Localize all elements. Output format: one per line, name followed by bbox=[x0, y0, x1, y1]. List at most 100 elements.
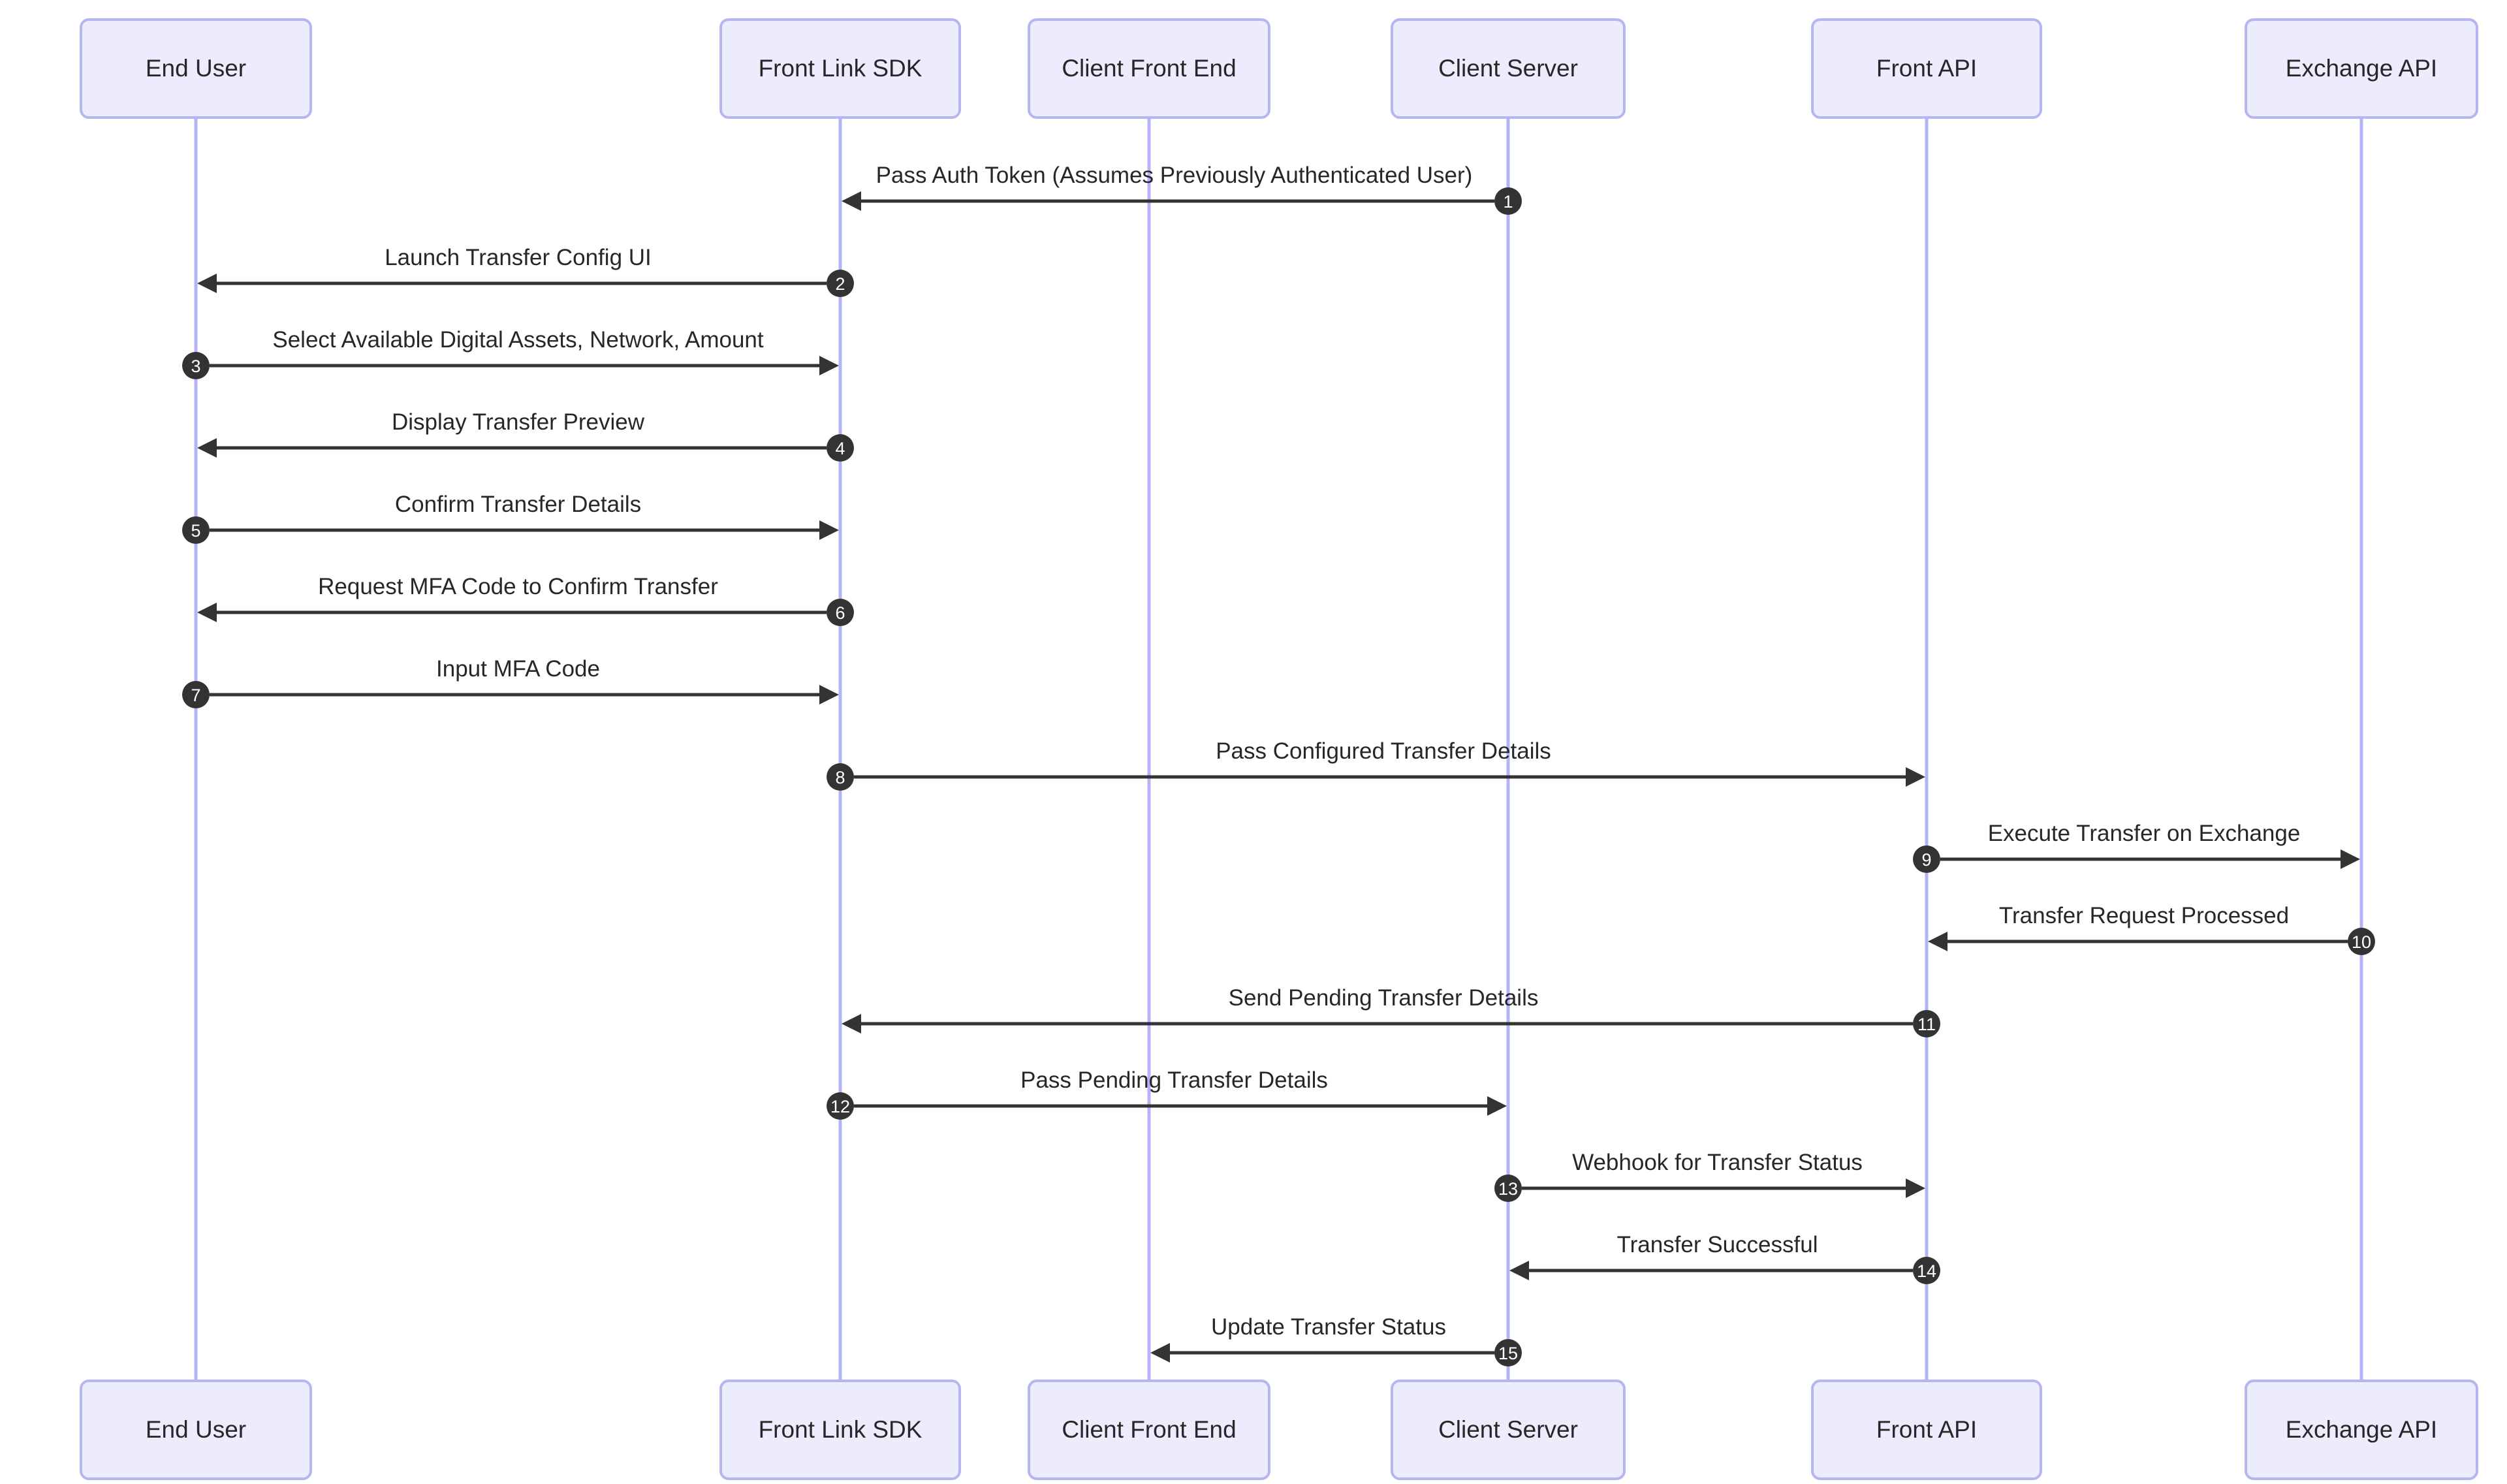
message-label-6: Request MFA Code to Confirm Transfer bbox=[318, 574, 718, 599]
actor-boxes-bottom: End User Front Link SDK Client Front End Cl… bbox=[80, 1380, 2478, 1480]
actor-boxes-top: End User Front Link SDK Client Front End Cl… bbox=[80, 18, 2478, 119]
actor-end_user-top[interactable]: End User bbox=[80, 18, 312, 119]
sequence-number-text-11: 11 bbox=[1917, 1015, 1936, 1034]
actor-box-exchange_api-top[interactable] bbox=[2245, 18, 2478, 119]
message-3[interactable]: Select Available Digital Assets, Network… bbox=[182, 327, 839, 379]
actor-box-end_user-bottom[interactable] bbox=[80, 1380, 312, 1480]
sequence-number-badge-5 bbox=[182, 516, 210, 544]
actor-box-client_server-top[interactable] bbox=[1391, 18, 1626, 119]
actor-label-end_user-top: End User bbox=[146, 55, 246, 82]
actor-exchange_api-top[interactable]: Exchange API bbox=[2245, 18, 2478, 119]
message-label-9: Execute Transfer on Exchange bbox=[1988, 821, 2301, 846]
message-label-10: Transfer Request Processed bbox=[1999, 903, 2289, 928]
actor-label-front_link_sdk-bottom: Front Link SDK bbox=[759, 1416, 922, 1443]
sequence-number-badge-15 bbox=[1494, 1339, 1522, 1366]
sequence-number-text-1: 1 bbox=[1503, 192, 1513, 212]
message-arrowhead-3 bbox=[819, 356, 839, 375]
actor-front_link_sdk-bottom[interactable]: Front Link SDK bbox=[719, 1380, 961, 1480]
message-14[interactable]: Transfer Successful 14 bbox=[1509, 1232, 1940, 1284]
sequence-number-badge-13 bbox=[1494, 1175, 1522, 1202]
actor-front_api-top[interactable]: Front API bbox=[1811, 18, 2042, 119]
message-label-1: Pass Auth Token (Assumes Previously Auth… bbox=[876, 163, 1473, 188]
sequence-number-text-10: 10 bbox=[2352, 932, 2371, 952]
message-label-14: Transfer Successful bbox=[1617, 1232, 1818, 1257]
message-arrowhead-1 bbox=[842, 191, 861, 211]
sequence-number-badge-14 bbox=[1913, 1257, 1940, 1284]
sequence-number-text-9: 9 bbox=[1921, 850, 1931, 870]
actor-label-front_link_sdk-top: Front Link SDK bbox=[759, 55, 922, 82]
actor-exchange_api-bottom[interactable]: Exchange API bbox=[2245, 1380, 2478, 1480]
actor-box-front_link_sdk-bottom[interactable] bbox=[719, 1380, 961, 1480]
actor-label-front_api-top: Front API bbox=[1876, 55, 1977, 82]
sequence-number-badge-1 bbox=[1494, 187, 1522, 215]
actor-front_link_sdk-top[interactable]: Front Link SDK bbox=[719, 18, 961, 119]
message-12[interactable]: Pass Pending Transfer Details 12 bbox=[827, 1067, 1507, 1120]
actor-front_api-bottom[interactable]: Front API bbox=[1811, 1380, 2042, 1480]
sequence-number-text-4: 4 bbox=[835, 439, 845, 458]
message-10[interactable]: Transfer Request Processed 10 bbox=[1928, 903, 2375, 955]
message-label-8: Pass Configured Transfer Details bbox=[1216, 738, 1551, 764]
sequence-number-badge-2 bbox=[827, 270, 854, 297]
sequence-number-badge-7 bbox=[182, 681, 210, 708]
message-arrowhead-9 bbox=[2341, 849, 2360, 869]
actor-box-front_link_sdk-top[interactable] bbox=[719, 18, 961, 119]
actor-client_server-top[interactable]: Client Server bbox=[1391, 18, 1626, 119]
actor-client_front_end-bottom[interactable]: Client Front End bbox=[1028, 1380, 1270, 1480]
message-1[interactable]: Pass Auth Token (Assumes Previously Auth… bbox=[842, 163, 1522, 215]
message-arrowhead-6 bbox=[197, 603, 217, 622]
actor-client_server-bottom[interactable]: Client Server bbox=[1391, 1380, 1626, 1480]
actor-label-end_user-bottom: End User bbox=[146, 1416, 246, 1443]
message-8[interactable]: Pass Configured Transfer Details 8 bbox=[827, 738, 1925, 791]
actor-label-front_api-bottom: Front API bbox=[1876, 1416, 1977, 1443]
actor-label-client_front_end-bottom: Client Front End bbox=[1062, 1416, 1236, 1443]
message-arrowhead-7 bbox=[819, 685, 839, 704]
actor-box-client_server-bottom[interactable] bbox=[1391, 1380, 1626, 1480]
message-15[interactable]: Update Transfer Status 15 bbox=[1150, 1314, 1522, 1366]
message-6[interactable]: Request MFA Code to Confirm Transfer 6 bbox=[197, 574, 854, 626]
sequence-number-text-15: 15 bbox=[1498, 1344, 1518, 1363]
sequence-number-text-6: 6 bbox=[835, 603, 845, 623]
message-arrowhead-4 bbox=[197, 438, 217, 458]
sequence-number-text-12: 12 bbox=[830, 1097, 850, 1116]
sequence-number-badge-4 bbox=[827, 434, 854, 462]
message-arrowhead-13 bbox=[1906, 1178, 1925, 1198]
actor-box-exchange_api-bottom[interactable] bbox=[2245, 1380, 2478, 1480]
message-2[interactable]: Launch Transfer Config UI2 bbox=[197, 245, 854, 297]
actor-client_front_end-top[interactable]: Client Front End bbox=[1028, 18, 1270, 119]
sequence-number-text-14: 14 bbox=[1917, 1261, 1936, 1281]
actor-label-client_server-bottom: Client Server bbox=[1438, 1416, 1578, 1443]
message-arrowhead-8 bbox=[1906, 767, 1925, 787]
actor-box-client_front_end-bottom[interactable] bbox=[1028, 1380, 1270, 1480]
sequence-number-text-3: 3 bbox=[191, 356, 200, 376]
sequence-number-text-13: 13 bbox=[1498, 1179, 1518, 1199]
message-label-5: Confirm Transfer Details bbox=[395, 492, 641, 517]
message-label-12: Pass Pending Transfer Details bbox=[1020, 1067, 1328, 1093]
message-label-3: Select Available Digital Assets, Network… bbox=[272, 327, 764, 353]
sequence-number-text-8: 8 bbox=[835, 768, 845, 787]
message-arrowhead-2 bbox=[197, 274, 217, 293]
message-arrowhead-15 bbox=[1150, 1343, 1170, 1363]
actor-box-front_api-top[interactable] bbox=[1811, 18, 2042, 119]
sequence-number-text-7: 7 bbox=[191, 686, 200, 705]
actor-box-front_api-bottom[interactable] bbox=[1811, 1380, 2042, 1480]
sequence-number-badge-12 bbox=[827, 1092, 854, 1120]
actor-label-exchange_api-top: Exchange API bbox=[2286, 55, 2437, 82]
sequence-number-badge-8 bbox=[827, 763, 854, 791]
actor-label-exchange_api-bottom: Exchange API bbox=[2286, 1416, 2437, 1443]
message-arrowhead-14 bbox=[1509, 1261, 1529, 1280]
message-9[interactable]: Execute Transfer on Exchange 9 bbox=[1913, 821, 2360, 873]
message-label-15: Update Transfer Status bbox=[1211, 1314, 1446, 1340]
actor-box-end_user-top[interactable] bbox=[80, 18, 312, 119]
sequence-number-badge-10 bbox=[2348, 928, 2375, 955]
sequence-number-text-2: 2 bbox=[835, 274, 845, 294]
actor-end_user-bottom[interactable]: End User bbox=[80, 1380, 312, 1480]
actor-box-client_front_end-top[interactable] bbox=[1028, 18, 1270, 119]
message-arrowhead-10 bbox=[1928, 932, 1947, 951]
